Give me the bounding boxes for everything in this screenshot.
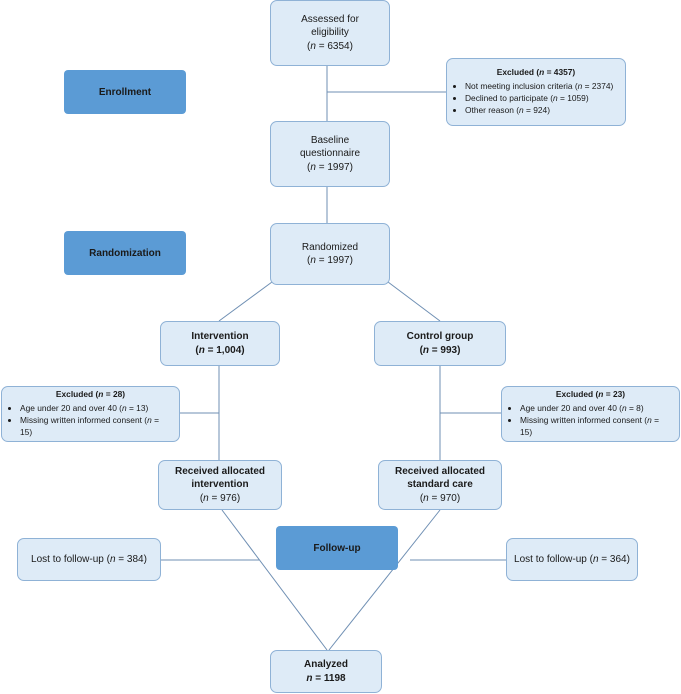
baseline-line2: questionnaire [299,148,361,160]
received-control-line1: Received allocated [394,465,486,477]
received-control-count: (n = 970) [419,492,461,504]
line-received-control-analyzed [328,509,441,651]
baseline-count: (n = 1997) [307,161,353,173]
lost-control-text: Lost to follow-up (n = 364) [514,553,630,565]
excluded-intervention-item: Missing written informed consent (n = 15… [20,415,171,439]
control-line1: Control group [406,331,474,342]
intervention-line1: Intervention [191,331,249,342]
line-received-intervention-analyzed [221,509,328,651]
analyzed-count: n = 1198 [306,672,346,684]
excluded-intervention-title: Excluded (n = 28) [55,389,126,400]
box-randomized: Randomized (n = 1997) [270,223,390,285]
excluded-enrollment-item: Declined to participate (n = 1059) [465,93,617,105]
box-assessed: Assessed for eligibility (n = 6354) [270,0,390,66]
box-lost-intervention: Lost to follow-up (n = 384) [17,538,161,581]
line-randomized-control [387,281,441,322]
analyzed-line1: Analyzed [304,659,348,670]
baseline-line1: Baseline [310,134,350,146]
assessed-count: (n = 6354) [307,40,353,52]
excluded-control-item: Age under 20 and over 40 (n = 8) [520,403,671,415]
box-excluded-intervention: Excluded (n = 28) Age under 20 and over … [1,386,180,442]
box-baseline: Baseline questionnaire (n = 1997) [270,121,390,187]
randomized-count: (n = 1997) [307,255,353,266]
stage-randomization: Randomization [64,231,186,275]
box-received-control: Received allocated standard care (n = 97… [378,460,502,510]
box-received-intervention: Received allocated intervention (n = 976… [158,460,282,510]
excluded-control-item: Missing written informed consent (n = 15… [520,415,671,439]
excluded-enrollment-title: Excluded (n = 4357) [496,67,576,78]
box-intervention: Intervention (n = 1,004) [160,321,280,366]
box-control: Control group (n = 993) [374,321,506,366]
box-lost-control: Lost to follow-up (n = 364) [506,538,638,581]
control-count: (n = 993) [419,344,461,356]
stage-enrollment: Enrollment [64,70,186,114]
excluded-control-title: Excluded (n = 23) [555,389,626,400]
box-analyzed: Analyzed n = 1198 [270,650,382,693]
received-intervention-line2: intervention [191,479,249,491]
received-intervention-line1: Received allocated [174,465,266,477]
excluded-enrollment-item: Not meeting inclusion criteria (n = 2374… [465,81,617,93]
received-intervention-count: (n = 976) [199,492,241,504]
excluded-enrollment-item: Other reason (n = 924) [465,105,617,117]
stage-follow-up: Follow-up [276,526,398,570]
received-control-line2: standard care [407,479,473,491]
line-randomized-intervention [218,281,273,322]
randomized-line1: Randomized [301,241,359,253]
box-excluded-enrollment: Excluded (n = 4357) Not meeting inclusio… [446,58,626,126]
intervention-count: (n = 1,004) [195,344,245,356]
excluded-intervention-item: Age under 20 and over 40 (n = 13) [20,403,171,415]
assessed-line2: eligibility [311,27,349,39]
box-excluded-control: Excluded (n = 23) Age under 20 and over … [501,386,680,442]
assessed-line1: Assessed for [301,13,359,25]
lost-intervention-text: Lost to follow-up (n = 384) [31,553,147,565]
